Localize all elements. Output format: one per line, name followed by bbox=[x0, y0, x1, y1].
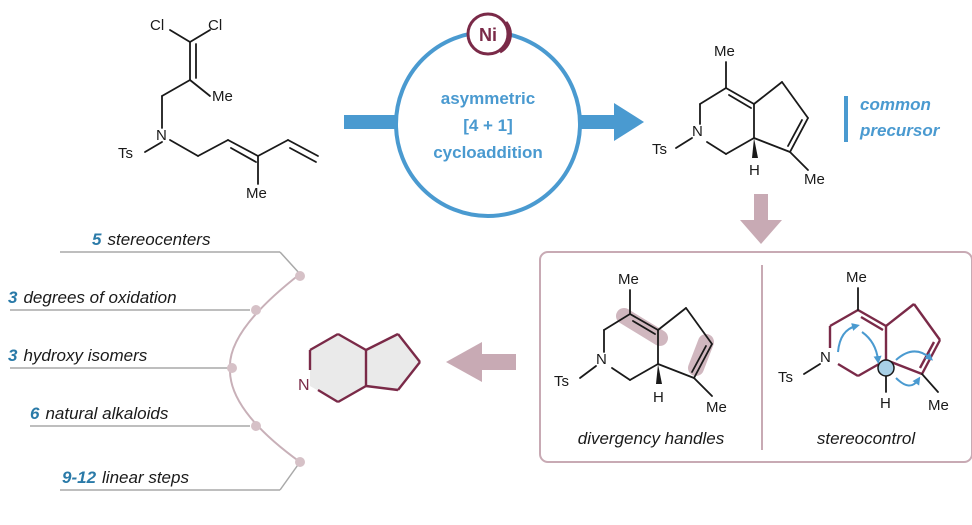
divergency-structure: Me N Ts H Me bbox=[554, 271, 727, 416]
me-atom-sc-2: Me bbox=[928, 397, 949, 414]
me-atom-sc-1: Me bbox=[846, 269, 867, 286]
stereocontrol-structure: Me N Ts H Me bbox=[778, 269, 949, 414]
ts-atom-cp: Ts bbox=[652, 141, 667, 158]
n-atom-cp: N bbox=[692, 123, 703, 140]
reagent-label-2: [4 + 1] bbox=[463, 116, 513, 135]
h-atom-cp: H bbox=[749, 162, 760, 179]
catalyst-label: Ni bbox=[479, 25, 497, 45]
starting-material: Cl Cl Me N Ts Me bbox=[118, 17, 319, 202]
reaction-arrow: Ni asymmetric [4 + 1] cycloaddition bbox=[344, 12, 644, 218]
cl-atom-2: Cl bbox=[208, 17, 222, 34]
ts-atom-sm: Ts bbox=[118, 145, 133, 162]
list-arc bbox=[228, 273, 301, 463]
down-arrow bbox=[740, 194, 782, 244]
me-atom-dh-1: Me bbox=[618, 271, 639, 288]
analysis-panel bbox=[539, 251, 972, 463]
me-atom-cp-1: Me bbox=[714, 43, 735, 60]
core-scaffold: N bbox=[298, 332, 421, 404]
stereocontrol-caption: stereocontrol bbox=[817, 429, 916, 448]
n-atom-dh: N bbox=[596, 351, 607, 368]
left-arrow bbox=[446, 342, 516, 382]
n-atom-core: N bbox=[298, 377, 310, 394]
precursor-label-1: common bbox=[860, 95, 931, 114]
me-atom-sm-2: Me bbox=[246, 185, 267, 202]
n-atom-sc: N bbox=[820, 349, 831, 366]
ni-cycle-arrow-icon bbox=[499, 21, 512, 54]
stereocenter-dot bbox=[877, 359, 895, 377]
me-atom-dh-2: Me bbox=[706, 399, 727, 416]
n-atom-sm: N bbox=[156, 127, 167, 144]
divergency-caption: divergency handles bbox=[578, 429, 725, 448]
ni-circle bbox=[466, 12, 510, 56]
h-atom-sc: H bbox=[880, 395, 891, 412]
precursor-label-2: precursor bbox=[859, 121, 941, 140]
cl-atom-1: Cl bbox=[150, 17, 164, 34]
me-atom-cp-2: Me bbox=[804, 171, 825, 188]
common-precursor-structure: Me N Ts H Me bbox=[652, 43, 825, 188]
precursor-bar bbox=[844, 96, 848, 142]
arrow-head bbox=[614, 103, 644, 141]
me-atom-sm-1: Me bbox=[212, 88, 233, 105]
reagent-label-1: asymmetric bbox=[441, 89, 536, 108]
reagent-label-3: cycloaddition bbox=[433, 143, 543, 162]
ts-atom-dh: Ts bbox=[554, 373, 569, 390]
ts-atom-sc: Ts bbox=[778, 369, 793, 386]
h-atom-dh: H bbox=[653, 389, 664, 406]
